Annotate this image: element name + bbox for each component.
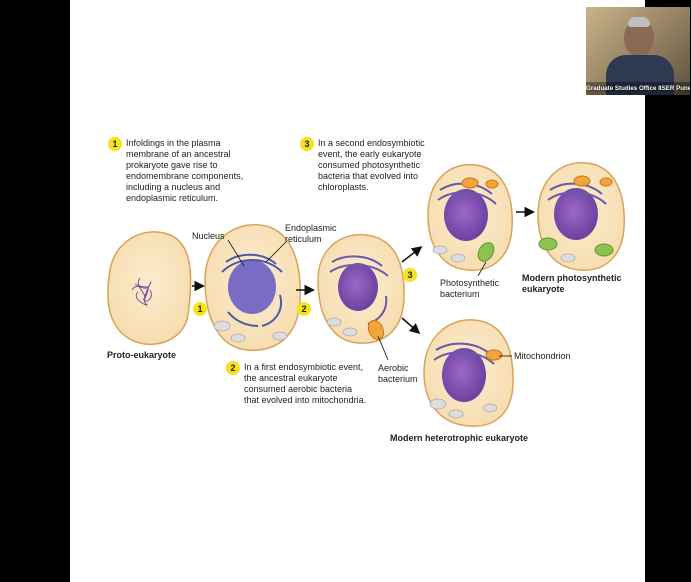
step-2-badge: 2 — [226, 361, 240, 375]
label-photosynthetic-bacterium: Photosynthetic bacterium — [440, 278, 499, 300]
label-proto-eukaryote: Proto-eukaryote — [107, 350, 176, 361]
arrow-marker-3: 3 — [403, 268, 417, 282]
modern-photosynthetic-cell — [538, 163, 624, 270]
label-mitochondrion: Mitochondrion — [514, 351, 571, 362]
proto-eukaryote-cell — [108, 232, 191, 344]
label-modern-photosynthetic-eukaryote: Modern photosynthetic eukaryote — [522, 273, 622, 295]
step-1-text: Infoldings in the plasma membrane of an … — [126, 138, 243, 204]
arrow-marker-1: 1 — [193, 302, 207, 316]
label-modern-heterotrophic-eukaryote: Modern heterotrophic eukaryote — [390, 433, 528, 444]
step-2-text: In a first endosymbiotic event, the ance… — [244, 362, 366, 406]
cell-engulfing-photosynthetic — [428, 165, 512, 271]
arrow-marker-2: 2 — [297, 302, 311, 316]
step-3-text: In a second endosymbiotic event, the ear… — [318, 138, 425, 193]
label-endoplasmic-reticulum: Endoplasmic reticulum — [285, 223, 337, 245]
label-nucleus: Nucleus — [192, 231, 225, 242]
step-1-badge: 1 — [108, 137, 122, 151]
step-3-badge: 3 — [300, 137, 314, 151]
modern-heterotrophic-cell — [424, 320, 513, 426]
label-aerobic-bacterium: Aerobic bacterium — [378, 363, 418, 385]
cell-engulfing-aerobic — [318, 235, 404, 344]
